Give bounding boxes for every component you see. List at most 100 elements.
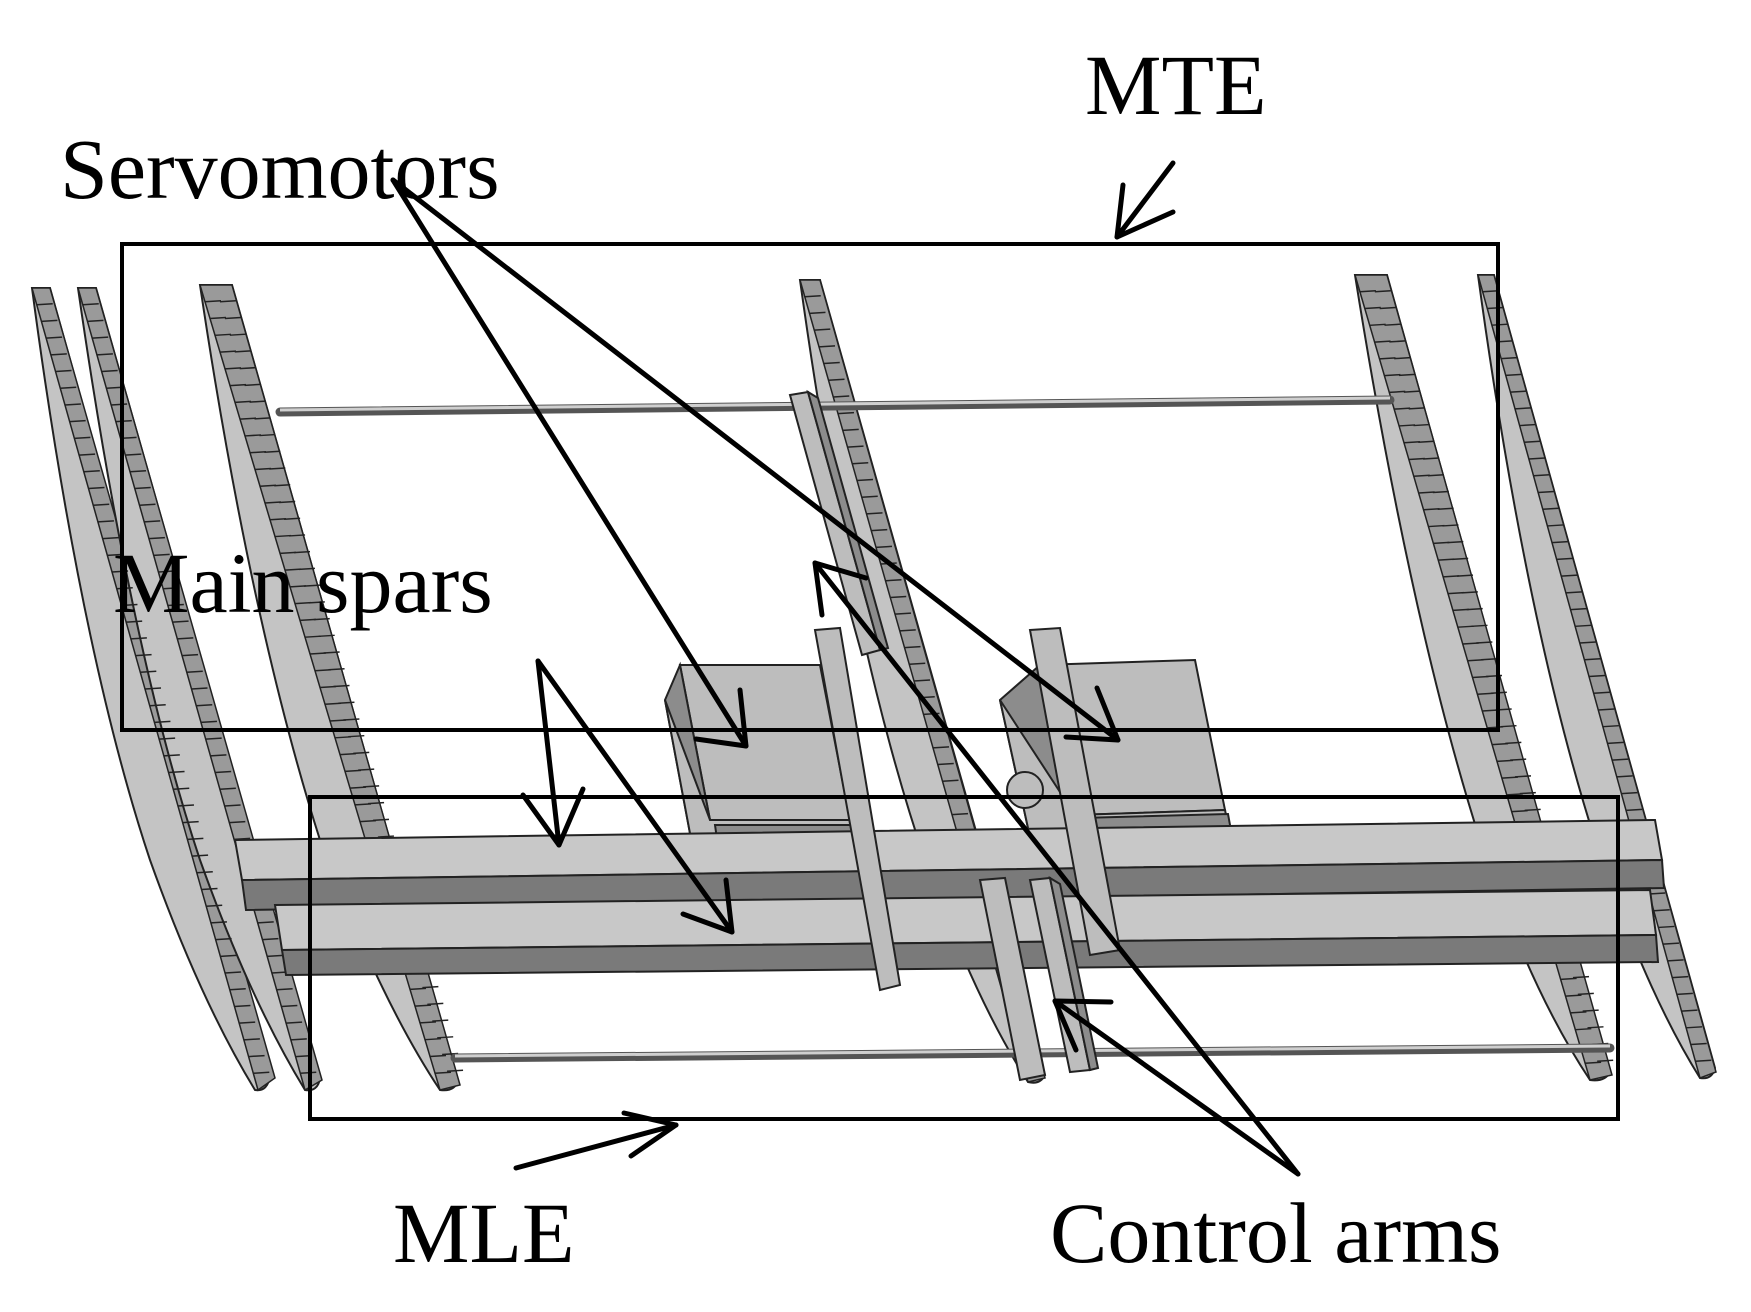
rib-notch <box>167 603 184 607</box>
rib-notch <box>144 687 162 690</box>
rib-notch <box>809 311 826 315</box>
rib-notch <box>1681 1009 1698 1012</box>
rib-notch <box>82 302 99 306</box>
rib-notch <box>1481 658 1498 661</box>
rib-notch <box>318 634 335 638</box>
rib-notch <box>899 629 916 632</box>
rib-notch <box>414 1004 432 1007</box>
rib-notch <box>96 353 113 356</box>
rib-notch <box>181 653 199 657</box>
rib-notch <box>135 653 152 657</box>
rib-plates <box>813 626 1122 1082</box>
rib-notch <box>1438 558 1455 561</box>
rib-notch <box>358 768 375 771</box>
rib-notch <box>243 1038 260 1041</box>
rib-notch <box>861 495 878 498</box>
rib-notch <box>1428 524 1445 528</box>
rib-notch <box>279 551 297 555</box>
rib-notch <box>289 534 306 537</box>
rib-notch <box>158 570 175 573</box>
rib-notch <box>913 679 931 682</box>
rib-notch <box>248 1054 265 1058</box>
rib-notch <box>1598 708 1615 711</box>
rib-notch <box>429 1054 447 1058</box>
rib-notch <box>163 754 180 757</box>
rib-notch <box>254 467 272 471</box>
rib-notch <box>1612 758 1629 761</box>
rib-notch <box>348 734 365 738</box>
rib-notch <box>284 517 301 520</box>
rib-notch <box>1413 423 1430 427</box>
rib-notch <box>1575 1027 1592 1031</box>
rib-notch <box>116 587 133 590</box>
rib-notch <box>267 954 284 958</box>
rib-notch <box>41 319 58 323</box>
rib-notch <box>259 484 277 487</box>
rib-notch <box>875 545 893 549</box>
rib-notch <box>210 754 227 757</box>
rib-notch <box>200 720 218 724</box>
rib-notch <box>1384 323 1401 326</box>
rib-notch <box>101 369 118 373</box>
mle-arrow <box>513 1122 679 1171</box>
rib-notch <box>314 668 332 672</box>
rib-notch <box>1418 491 1435 494</box>
rib-notch <box>168 770 185 774</box>
rib-notch <box>69 419 86 423</box>
rib-notch <box>328 668 345 671</box>
rib-notch <box>1533 474 1550 477</box>
rib-notch <box>253 1071 270 1075</box>
rib-notch <box>234 400 252 404</box>
rib-notch <box>149 703 166 707</box>
rib-notch <box>214 333 232 337</box>
rib-notch <box>148 536 165 540</box>
rib-notch <box>224 316 241 320</box>
rib-notch <box>239 366 256 370</box>
rib-notch <box>852 462 869 465</box>
rib-notch <box>129 470 147 473</box>
rib-notch <box>1593 691 1610 694</box>
rib-notch <box>186 670 203 674</box>
label-mle: MLE <box>393 1185 575 1281</box>
rib-notch <box>1585 1061 1602 1064</box>
rib-notch <box>229 988 246 991</box>
rib-notch <box>159 737 176 740</box>
rib-notch <box>1394 356 1411 360</box>
rib-notch <box>209 316 227 320</box>
servomotors-arrow-left <box>390 177 749 749</box>
rib-notch <box>257 921 274 924</box>
rib-notch <box>1607 741 1624 745</box>
rib-notch <box>1584 658 1601 661</box>
rib-notch <box>1399 424 1416 427</box>
rib-notch <box>220 954 237 958</box>
rib-notch <box>93 503 110 506</box>
rib-notch <box>294 601 312 605</box>
rib-notch <box>172 620 189 623</box>
rib-notch <box>229 820 246 824</box>
rib-notch <box>1547 524 1564 527</box>
rib-notch <box>281 1004 298 1008</box>
rib-notch <box>274 534 292 538</box>
rib-notch <box>264 450 281 454</box>
rib-notch <box>1556 557 1573 561</box>
rib-notch <box>1442 524 1459 527</box>
rib-notch <box>102 536 119 540</box>
mte-arrow <box>1114 160 1176 240</box>
label-main-spars: Main spars <box>113 535 493 631</box>
rib-notch <box>125 453 142 456</box>
rib-notch <box>106 386 123 389</box>
rib-notch <box>343 718 360 721</box>
rib-notch <box>244 434 262 437</box>
rib-notch <box>329 719 347 722</box>
rib-notch <box>1369 323 1386 327</box>
rib-notch <box>319 685 337 689</box>
rib-notch <box>1487 306 1504 310</box>
servomotors-arrow-right <box>390 177 1121 743</box>
rib-notch <box>1482 289 1499 293</box>
rib-notch <box>219 787 236 790</box>
rib-notch <box>1686 1026 1703 1029</box>
rib-notch <box>447 1069 464 1073</box>
rib-notch <box>121 603 138 607</box>
rib-notch <box>1432 490 1449 494</box>
